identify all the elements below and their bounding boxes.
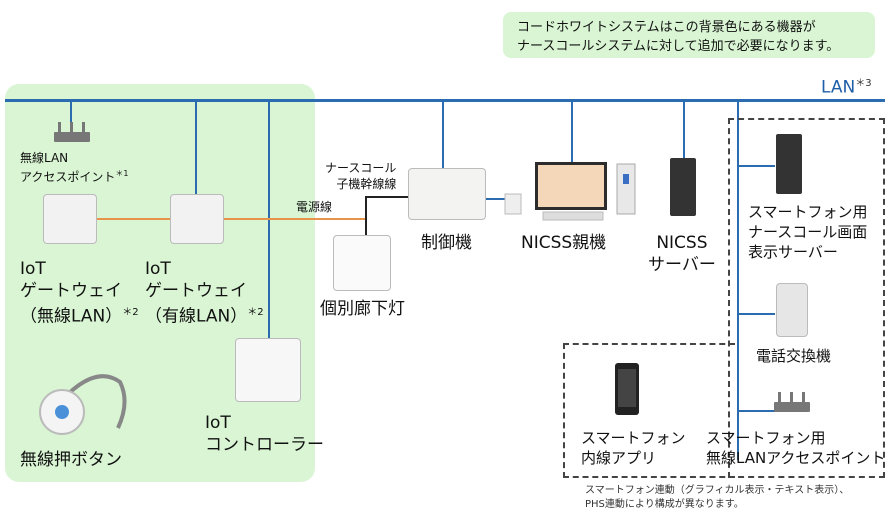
smartphone-group-left (563, 343, 735, 478)
gw-wireless-line1: IoT (20, 259, 46, 279)
display-server-device (776, 134, 802, 194)
iot-gateway-wireless-device (43, 194, 97, 244)
display-server-line1: スマートフォン用 (748, 203, 868, 221)
gw-wireless-label: IoT ゲートウェイ （無線LAN）＊2 (20, 258, 139, 328)
nurse-trunk-line2: 子機幹線線 (336, 177, 397, 191)
drop-nicss-server (683, 100, 685, 158)
display-server-line3: 表示サーバー (748, 243, 838, 261)
gw-wired-line3: （有線LAN） (145, 306, 248, 327)
drop-right-bus (737, 100, 739, 460)
gw-wired-line1: IoT (145, 259, 171, 279)
pbx-device (776, 283, 808, 337)
controller-label: 制御機 (421, 233, 472, 253)
drop-nicss-master (571, 100, 573, 162)
iot-controller-line2: コントローラー (205, 435, 324, 455)
smartphone-ap-label: スマートフォン用 無線LANアクセスポイント (706, 428, 885, 468)
smartphone-app-label: スマートフォン 内線アプリ (581, 428, 686, 468)
smartphone-icon (614, 362, 640, 416)
display-server-line2: ナースコール画面 (748, 223, 868, 241)
gw-wireless-line2: ゲートウェイ (20, 281, 122, 301)
gw-wired-mark: ＊2 (247, 307, 264, 318)
wireless-button-label: 無線押ボタン (20, 450, 122, 470)
drop-controller (442, 100, 444, 170)
nicss-master-icon (503, 160, 643, 222)
corridor-light-device (333, 235, 391, 291)
smartphone-app-line2: 内線アプリ (581, 449, 657, 467)
footnote: スマートフォン連動（グラフィカル表示・テキスト表示）、 PHS連動により構成が異… (585, 484, 849, 512)
nicss-server-line2: サーバー (648, 255, 716, 275)
power-line-label: 電源線 (296, 200, 333, 214)
router-icon (52, 122, 92, 144)
wireless-ap-mark: ＊1 (115, 169, 129, 178)
nicss-master-label: NICSS親機 (521, 233, 607, 253)
pbx-label: 電話交換機 (756, 347, 832, 365)
legend-line1: コードホワイトシステムはこの背景色にある機器が (517, 20, 816, 35)
lan-label: LAN＊3 (821, 74, 872, 98)
smartphone-ap-line1: スマートフォン用 (706, 429, 826, 447)
lan-text: LAN (821, 77, 856, 98)
smartphone-group-right (728, 118, 885, 478)
footnote-line1: スマートフォン連動（グラフィカル表示・テキスト表示）、 (585, 485, 850, 496)
trunk-line-vertical (365, 196, 367, 236)
gw-wired-label: IoT ゲートウェイ （有線LAN）＊2 (145, 258, 264, 328)
power-line (220, 218, 365, 220)
nurse-trunk-label: ナースコール 子機幹線線 (325, 160, 396, 192)
legend-box: コードホワイトシステムはこの背景色にある機器が ナースコールシステムに対して追加… (503, 12, 875, 58)
trunk-line-horizontal (365, 196, 410, 198)
iot-controller-line1: IoT (205, 413, 231, 433)
drop-gw-wired (195, 100, 197, 195)
nurse-trunk-line1: ナースコール (325, 161, 397, 175)
gw-wireless-mark: ＊2 (122, 307, 139, 318)
display-server-label: スマートフォン用 ナースコール画面 表示サーバー (748, 202, 868, 262)
gw-wired-line2: ゲートウェイ (145, 281, 247, 301)
nicss-server-line1: NICSS (656, 233, 708, 253)
smartphone-ap-line2: 無線LANアクセスポイント (706, 449, 886, 467)
iot-controller-device (235, 338, 301, 402)
drop-iot-controller (268, 100, 270, 340)
nicss-server-label: NICSS サーバー (648, 232, 716, 276)
push-button-icon (38, 372, 130, 444)
wireless-ap-line2: アクセスポイント (20, 170, 116, 184)
wireless-ap-label: 無線LAN アクセスポイント＊1 (20, 150, 129, 185)
smartphone-ap-icon (772, 392, 812, 414)
footnote-line2: PHS連動により構成が異なります。 (585, 499, 744, 510)
controller-device (408, 168, 486, 220)
iot-gateway-wired-device (170, 194, 224, 244)
controller-nicss-link (483, 198, 513, 200)
wireless-ap-line1: 無線LAN (20, 151, 69, 165)
nicss-server-device (670, 158, 696, 216)
smartphone-app-line1: スマートフォン (581, 429, 686, 447)
gw-wireless-line3: （無線LAN） (20, 306, 123, 327)
branch-pbx (737, 313, 775, 315)
branch-display-server (737, 165, 775, 167)
corridor-light-label: 個別廊下灯 (320, 299, 405, 319)
lan-mark: ＊3 (855, 78, 872, 89)
lan-backbone (5, 99, 885, 102)
iot-controller-label: IoT コントローラー (205, 412, 324, 456)
legend-line2: ナースコールシステムに対して追加で必要になります。 (517, 39, 840, 54)
branch-smartphone-ap (737, 410, 775, 412)
drop-wireless-ap (70, 100, 72, 126)
power-link-gw (95, 218, 175, 220)
